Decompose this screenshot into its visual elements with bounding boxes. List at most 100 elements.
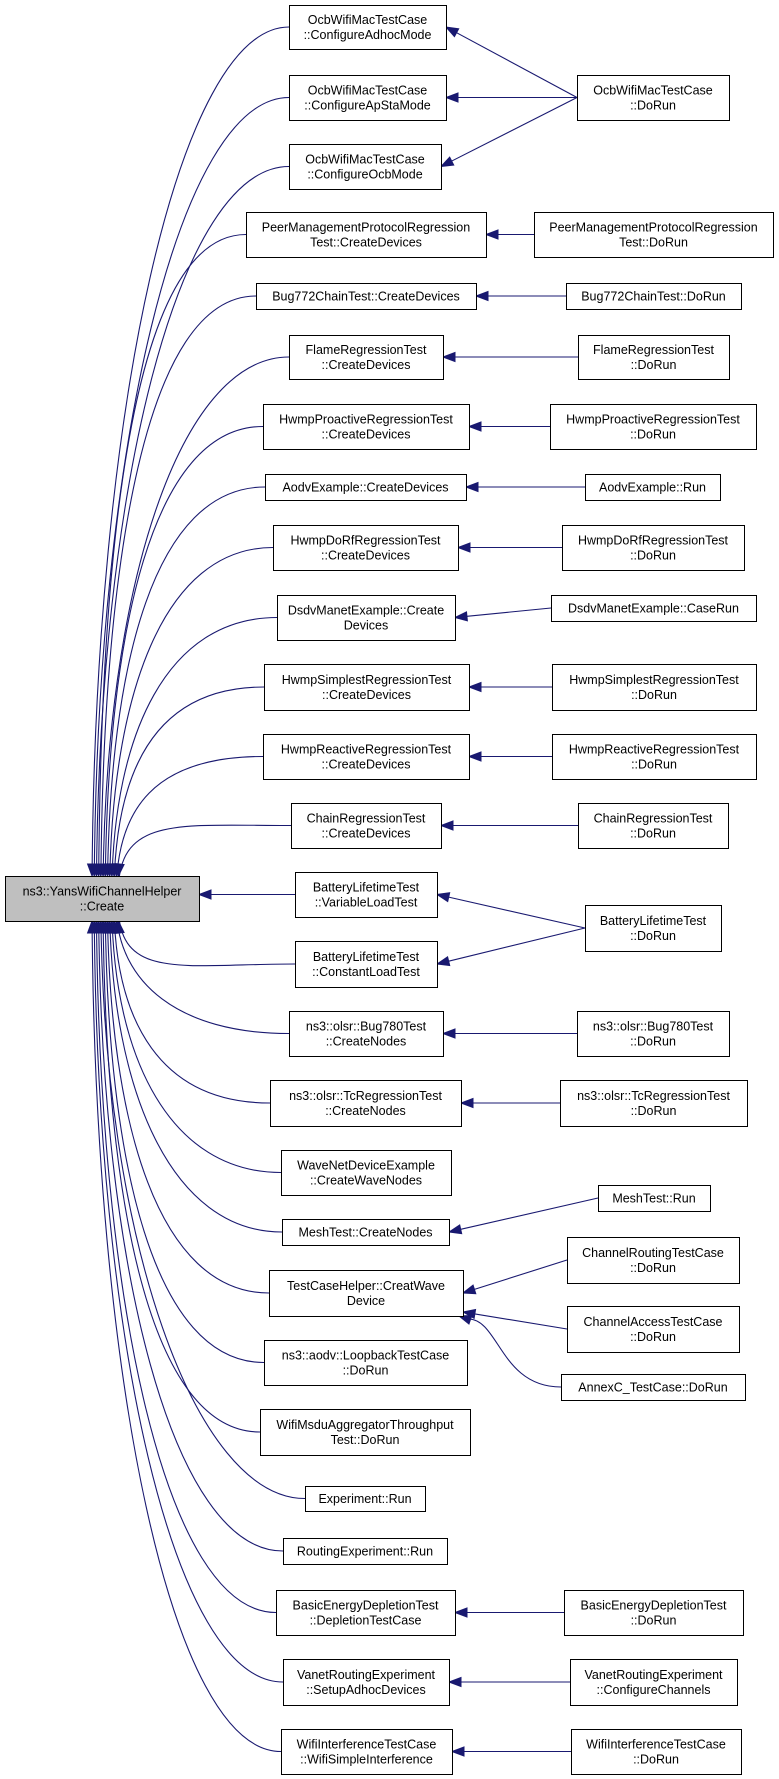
arrowhead-o4-c6 <box>441 351 456 363</box>
node-label: AnnexC_TestCase::DoRun <box>578 1381 727 1395</box>
caller-node-c9[interactable]: HwmpDoRfRegressionTest::CreateDevices <box>273 525 459 571</box>
call-edge-c25 <box>95 908 277 1614</box>
caller-node-c3[interactable]: OcbWifiMacTestCase::ConfigureOcbMode <box>289 144 442 190</box>
node-label: BasicEnergyDepletionTest <box>581 1599 727 1613</box>
arrowhead-o1-c3 <box>439 156 455 168</box>
node-label: ns3::olsr::Bug780Test <box>593 1020 714 1034</box>
root-node[interactable]: ns3::YansWifiChannelHelper::Create <box>5 876 200 922</box>
caller-node-c17[interactable]: ns3::olsr::TcRegressionTest::CreateNodes <box>270 1080 462 1127</box>
node-label: Devices <box>344 619 388 633</box>
caller-node-c6[interactable]: FlameRegressionTest::CreateDevices <box>289 335 444 380</box>
outer-caller-node-o5[interactable]: HwmpProactiveRegressionTest::DoRun <box>550 404 757 450</box>
outer-caller-node-o14[interactable]: ns3::olsr::TcRegressionTest::DoRun <box>560 1080 748 1127</box>
caller-node-c4[interactable]: PeerManagementProtocolRegressionTest::Cr… <box>246 212 487 258</box>
node-label: Device <box>347 1294 385 1308</box>
outer-caller-node-o19[interactable]: BasicEnergyDepletionTest::DoRun <box>564 1590 744 1636</box>
caller-node-c27[interactable]: WifiInterferenceTestCase::WifiSimpleInte… <box>281 1729 453 1775</box>
caller-node-c26[interactable]: VanetRoutingExperiment::SetupAdhocDevice… <box>283 1659 450 1706</box>
node-label: ::CreateDevices <box>322 358 411 372</box>
caller-node-c13[interactable]: ChainRegressionTest::CreateDevices <box>291 803 442 849</box>
node-box <box>551 595 757 622</box>
node-box <box>577 75 730 121</box>
arrowhead-o15-c19 <box>447 1224 463 1235</box>
caller-node-c2[interactable]: OcbWifiMacTestCase::ConfigureApStaMode <box>289 75 447 121</box>
node-label: ChainRegressionTest <box>307 812 426 826</box>
caller-node-c14[interactable]: BatteryLifetimeTest::VariableLoadTest <box>295 872 438 918</box>
caller-node-c10[interactable]: DsdvManetExample::CreateDevices <box>277 595 456 641</box>
node-box <box>534 212 774 258</box>
node-label: HwmpSimplestRegressionTest <box>282 673 452 687</box>
caller-node-c5[interactable]: Bug772ChainTest::CreateDevices <box>256 283 477 310</box>
node-box <box>289 75 447 121</box>
node-label: ::DoRun <box>630 827 676 841</box>
node-label: PeerManagementProtocolRegression <box>549 221 757 235</box>
outer-caller-node-o18[interactable]: AnnexC_TestCase::DoRun <box>561 1374 746 1401</box>
node-box <box>289 144 442 190</box>
outer-caller-node-o17[interactable]: ChannelAccessTestCase::DoRun <box>567 1306 740 1353</box>
node-label: ::DoRun <box>630 1330 676 1344</box>
call-edge-o12-c14 <box>448 896 586 929</box>
caller-node-c1[interactable]: OcbWifiMacTestCase::ConfigureAdhocMode <box>289 5 447 50</box>
caller-node-c11[interactable]: HwmpSimplestRegressionTest::CreateDevice… <box>264 664 470 711</box>
outer-caller-node-o2[interactable]: PeerManagementProtocolRegressionTest::Do… <box>534 212 774 258</box>
caller-node-c7[interactable]: HwmpProactiveRegressionTest::CreateDevic… <box>263 404 470 450</box>
outer-caller-node-o1[interactable]: OcbWifiMacTestCase::DoRun <box>577 75 730 121</box>
outer-caller-node-o6[interactable]: AodvExample::Run <box>585 474 721 501</box>
node-box <box>263 734 470 780</box>
arrowhead-o1-c1 <box>444 26 460 38</box>
node-box <box>277 595 456 641</box>
node-label: ns3::YansWifiChannelHelper <box>23 885 182 899</box>
node-label: BasicEnergyDepletionTest <box>293 1599 439 1613</box>
node-box <box>281 1150 452 1196</box>
node-label: ::DoRun <box>631 358 677 372</box>
call-edge-c7 <box>104 425 264 889</box>
caller-node-c21[interactable]: ns3::aodv::LoopbackTestCase::DoRun <box>264 1340 468 1386</box>
outer-caller-node-o16[interactable]: ChannelRoutingTestCase::DoRun <box>567 1237 740 1284</box>
node-label: Experiment::Run <box>318 1492 411 1506</box>
outer-caller-node-o4[interactable]: FlameRegressionTest::DoRun <box>578 335 730 380</box>
call-edge-c20 <box>106 908 270 1294</box>
outer-caller-node-o13[interactable]: ns3::olsr::Bug780Test::DoRun <box>577 1011 730 1057</box>
outer-caller-node-o21[interactable]: WifiInterferenceTestCase::DoRun <box>571 1729 742 1775</box>
arrowhead-o21-c27 <box>450 1746 465 1757</box>
node-label: Test::DoRun <box>331 1433 400 1447</box>
node-label: ::CreateDevices <box>322 428 411 442</box>
node-label: Test::DoRun <box>619 236 688 250</box>
caller-node-c24[interactable]: RoutingExperiment::Run <box>283 1538 448 1565</box>
call-edge-c11 <box>113 686 265 889</box>
outer-caller-node-o10[interactable]: HwmpReactiveRegressionTest::DoRun <box>552 734 757 780</box>
node-box <box>282 1219 450 1246</box>
node-label: Bug772ChainTest::CreateDevices <box>272 290 460 304</box>
arrowhead-o10-c12 <box>467 751 482 762</box>
call-edge-c21 <box>104 908 265 1364</box>
node-label: ::DepletionTestCase <box>310 1614 422 1628</box>
outer-caller-node-o3[interactable]: Bug772ChainTest::DoRun <box>566 283 742 310</box>
caller-node-c12[interactable]: HwmpReactiveRegressionTest::CreateDevice… <box>263 734 470 780</box>
call-edge-o16-c20 <box>474 1259 568 1290</box>
node-label: ::ConfigureChannels <box>597 1683 711 1697</box>
outer-caller-node-o7[interactable]: HwmpDoRfRegressionTest::DoRun <box>562 525 745 571</box>
node-label: ChainRegressionTest <box>594 812 713 826</box>
caller-node-c25[interactable]: BasicEnergyDepletionTest::DepletionTestC… <box>276 1590 456 1636</box>
outer-caller-node-o11[interactable]: ChainRegressionTest::DoRun <box>578 803 729 849</box>
caller-node-c19[interactable]: MeshTest::CreateNodes <box>282 1219 450 1246</box>
node-label: WifiInterferenceTestCase <box>586 1738 726 1752</box>
outer-caller-node-o9[interactable]: HwmpSimplestRegressionTest::DoRun <box>552 664 757 711</box>
caller-node-c8[interactable]: AodvExample::CreateDevices <box>265 474 467 501</box>
caller-node-c16[interactable]: ns3::olsr::Bug780Test::CreateNodes <box>289 1011 444 1057</box>
caller-node-c18[interactable]: WaveNetDeviceExample::CreateWaveNodes <box>281 1150 452 1196</box>
node-label: HwmpDoRfRegressionTest <box>290 534 441 548</box>
node-label: HwmpReactiveRegressionTest <box>281 743 452 757</box>
outer-caller-node-o15[interactable]: MeshTest::Run <box>598 1185 711 1212</box>
caller-node-c15[interactable]: BatteryLifetimeTest::ConstantLoadTest <box>295 941 438 988</box>
node-label: ::ConfigureAdhocMode <box>304 28 432 42</box>
caller-node-c23[interactable]: Experiment::Run <box>305 1486 426 1512</box>
arrowhead-o1-c2 <box>444 92 459 103</box>
outer-caller-node-o12[interactable]: BatteryLifetimeTest::DoRun <box>585 905 722 952</box>
outer-caller-node-o8[interactable]: DsdvManetExample::CaseRun <box>551 595 757 622</box>
node-label: BatteryLifetimeTest <box>600 914 707 928</box>
outer-caller-node-o20[interactable]: VanetRoutingExperiment::ConfigureChannel… <box>570 1659 738 1706</box>
arrowhead-o19-c25 <box>453 1607 468 1618</box>
